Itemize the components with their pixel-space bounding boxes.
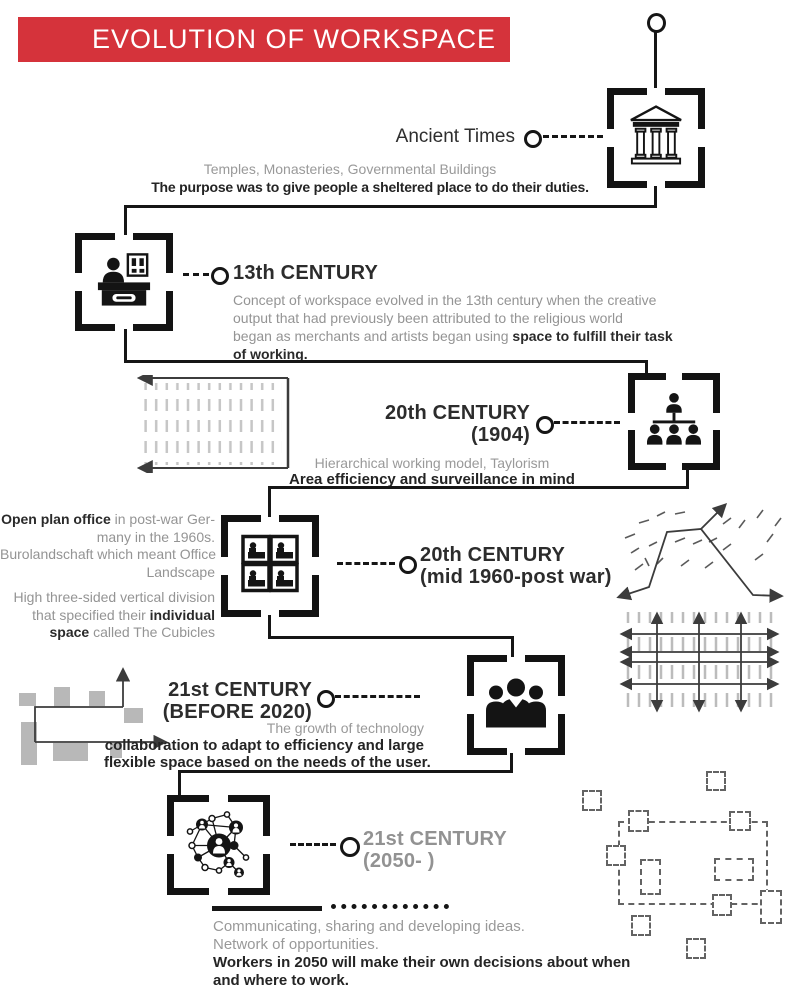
dashed-box <box>714 858 754 881</box>
c21b-caption-dark-1: Workers in 2050 will make their own deci… <box>213 954 631 971</box>
ancient-dash-connector <box>543 135 603 138</box>
connector-line <box>268 486 689 489</box>
c21b-heading-block: 21st CENTURY (2050- ) <box>363 828 507 872</box>
c21b-caption-dark-2: and where to work. <box>213 972 349 989</box>
connector-line <box>268 615 271 639</box>
connector-line <box>510 753 513 773</box>
c13-line2: output that had previously been attribut… <box>233 310 623 326</box>
connector-line <box>654 186 657 208</box>
c20a-icon-frame <box>628 373 720 470</box>
ancient-caption-gray: Temples, Monasteries, Governmental Build… <box>203 161 497 177</box>
dashed-box <box>582 790 602 811</box>
c20a-caption-dark: Area efficiency and surveillance in mind <box>289 471 575 488</box>
connector-line <box>124 360 648 363</box>
c21b-subheading: (2050- ) <box>363 850 435 872</box>
connector-line <box>178 770 513 773</box>
c21b-caption-gray-2: Network of opportunities. <box>213 936 379 953</box>
scribble-path-sketch <box>616 502 784 603</box>
connector-line <box>124 205 657 208</box>
timeline-start-node <box>647 13 666 33</box>
c21a-caption-gray: The growth of technology <box>266 720 424 736</box>
c20b-heading-block: 20th CENTURY (mid 1960-post war) <box>420 544 612 588</box>
c21b-icon-frame <box>167 795 270 895</box>
cubicles-icon <box>241 534 299 593</box>
c20a-caption-gray: Hierarchical working model, Taylorism <box>314 455 550 471</box>
c13-line3: began as merchants and artists began usi… <box>233 328 673 344</box>
dashed-box <box>706 771 726 791</box>
c13-paragraph: Concept of workspace evolved in the 13th… <box>233 291 673 363</box>
connector-line <box>178 770 181 797</box>
c20b-icon-frame <box>221 515 319 617</box>
connector-line <box>268 636 514 639</box>
dashed-box <box>712 894 732 916</box>
c21a-caption-dark-1: collaboration to adapt to efficiency and… <box>104 737 424 754</box>
dashed-box <box>631 915 651 936</box>
ancient-caption-dark: The purpose was to give people a shelter… <box>151 179 589 195</box>
c20a-heading-block: 20th CENTURY (1904) <box>330 402 530 446</box>
c20b-left-note-1: Open plan office in post-war Ger- many i… <box>0 511 217 580</box>
temple-icon <box>630 105 682 165</box>
network-icon <box>186 811 249 878</box>
c20a-heading: 20th CENTURY <box>384 402 530 424</box>
people-group-icon <box>486 678 546 728</box>
connector-line <box>645 360 648 375</box>
merchant-desk-icon <box>97 253 151 306</box>
connector-line <box>511 636 514 657</box>
dashed-box <box>628 810 649 832</box>
connector-line <box>268 486 271 517</box>
title-banner: EVOLUTION OF WORKSPACE <box>18 17 510 62</box>
c13-line1: Concept of workspace evolved in the 13th… <box>233 292 657 308</box>
c21a-heading-block: 21st CENTURY (BEFORE 2020) <box>112 679 312 723</box>
ancient-icon-frame <box>607 88 705 188</box>
dashed-box <box>729 811 751 831</box>
ancient-label: Ancient Times <box>395 126 515 147</box>
grid-flow-sketch <box>619 611 780 713</box>
connector-line <box>686 468 689 489</box>
c21b-node <box>340 837 360 857</box>
dashed-box <box>760 890 782 924</box>
c20a-subheading: (1904) <box>470 424 530 446</box>
c13-node <box>211 267 229 285</box>
page-title: EVOLUTION OF WORKSPACE <box>91 24 496 54</box>
open-floor-sketch <box>136 375 290 473</box>
c20b-left-note-2: High three-sided vertical division that … <box>13 589 215 640</box>
c13-heading: 13th CENTURY <box>233 262 379 284</box>
c21b-dash-connector <box>290 843 336 846</box>
c21a-subheading: (BEFORE 2020) <box>162 701 312 723</box>
connector-line <box>124 205 127 235</box>
dotted-bar <box>331 904 449 909</box>
c20b-node <box>399 556 417 574</box>
ancient-node <box>524 130 542 148</box>
c20b-dash-connector <box>337 562 395 565</box>
table-plan-sketch <box>19 667 168 765</box>
c21a-icon-frame <box>467 655 565 755</box>
c13-line4: of working. <box>233 346 308 362</box>
dashed-box <box>606 845 626 866</box>
c20b-heading: 20th CENTURY <box>420 544 566 566</box>
c20a-node <box>536 416 554 434</box>
c21a-caption-dark-2: flexible space based on the needs of the… <box>104 754 431 771</box>
c13-icon-frame <box>75 233 173 331</box>
connector-line <box>124 329 127 363</box>
c21a-heading: 21st CENTURY <box>168 679 312 701</box>
org-hierarchy-icon <box>647 392 701 445</box>
c21a-dash-connector <box>335 695 420 698</box>
c20a-dash-connector <box>554 421 620 424</box>
dashed-box <box>686 938 706 959</box>
c13-dash-connector <box>183 273 209 276</box>
c21a-node <box>317 690 335 708</box>
connector-line <box>654 32 657 88</box>
c20b-subheading: (mid 1960-post war) <box>420 566 612 588</box>
c21b-heading: 21st CENTURY <box>363 828 507 850</box>
c21b-caption-gray-1: Communicating, sharing and developing id… <box>213 918 525 935</box>
underline-bar <box>212 906 322 911</box>
dashed-box <box>640 859 661 895</box>
